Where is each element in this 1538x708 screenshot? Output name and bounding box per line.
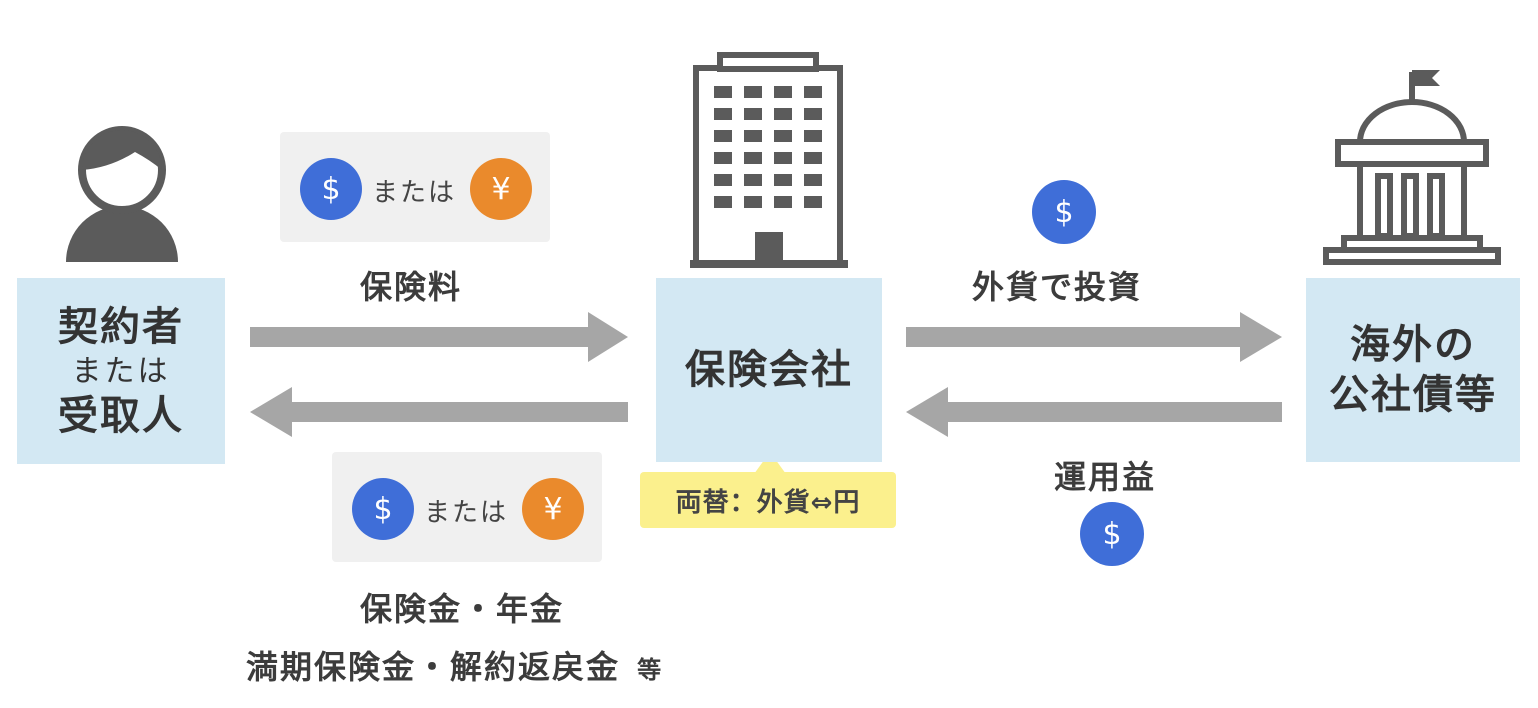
note-pointer bbox=[754, 452, 786, 474]
dollar-coin-icon: $ bbox=[300, 158, 362, 220]
returns-label: 運用益 bbox=[1054, 458, 1157, 496]
premium-label: 保険料 bbox=[360, 268, 463, 306]
contractor-box: 契約者 または 受取人 bbox=[17, 278, 225, 464]
invest-arrow bbox=[906, 312, 1282, 362]
contractor-line3: 受取人 bbox=[58, 392, 184, 439]
exchange-note: 両替：外貨⇔円 bbox=[640, 472, 896, 528]
bonds-box: 海外の 公社債等 bbox=[1306, 278, 1520, 462]
payout-arrow bbox=[250, 387, 628, 437]
dollar-coin-icon: $ bbox=[1032, 180, 1096, 244]
contractor-line2: または bbox=[71, 353, 171, 389]
premium-or-text: または bbox=[372, 178, 457, 208]
dollar-coin-icon: $ bbox=[1080, 502, 1144, 566]
yen-coin-icon: ¥ bbox=[522, 478, 584, 540]
yen-coin-icon: ¥ bbox=[470, 158, 532, 220]
bonds-line2: 公社債等 bbox=[1329, 372, 1497, 418]
invest-label: 外貨で投資 bbox=[972, 268, 1143, 306]
payout-label-line1: 保険金・年金 bbox=[360, 590, 565, 628]
insurer-name: 保険会社 bbox=[685, 347, 853, 393]
person-icon bbox=[66, 126, 178, 262]
premium-arrow bbox=[250, 312, 628, 362]
returns-arrow bbox=[906, 387, 1282, 437]
government-building-icon bbox=[1323, 70, 1501, 265]
bonds-line1: 海外の bbox=[1350, 322, 1476, 368]
payout-label-line2-text: 満期保険金・解約返戻金 bbox=[246, 648, 621, 686]
office-building-icon bbox=[690, 52, 848, 268]
dollar-coin-icon: $ bbox=[352, 478, 414, 540]
contractor-line1: 契約者 bbox=[58, 303, 184, 350]
payout-label-suffix: 等 bbox=[637, 656, 664, 684]
payout-or-text: または bbox=[424, 498, 509, 528]
payout-label-line2: 満期保険金・解約返戻金 等 bbox=[246, 642, 663, 688]
insurer-box: 保険会社 bbox=[656, 278, 882, 462]
